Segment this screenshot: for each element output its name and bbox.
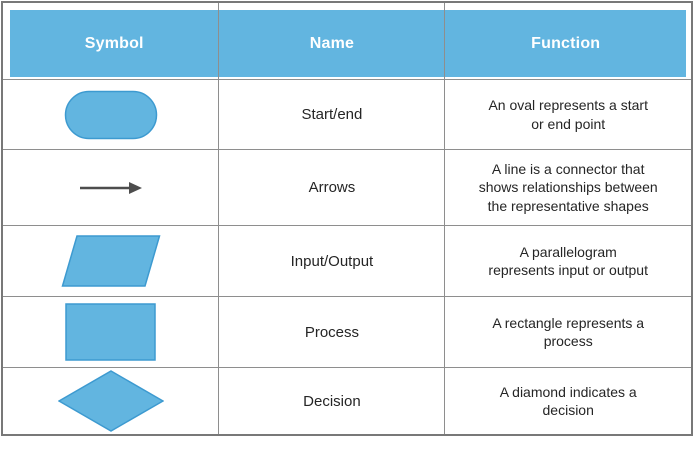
- flowchart-symbols-table: Symbol Name Function: [1, 1, 693, 436]
- table-row-decision: Decision A diamond indicates a decision: [1, 367, 693, 436]
- header-symbol-label: Symbol: [84, 34, 144, 52]
- name-cell: Decision: [218, 367, 446, 436]
- symbol-cell: [1, 225, 220, 297]
- diamond-icon: [57, 370, 164, 432]
- symbol-cell: [1, 79, 220, 150]
- name-cell: Start/end: [218, 79, 446, 150]
- name-cell: Input/Output: [218, 225, 446, 297]
- header-name-bg: Name: [219, 10, 445, 77]
- name-cell: Arrows: [218, 149, 446, 226]
- function-cell: A diamond indicates a decision: [444, 367, 693, 436]
- function-cell: A line is a connector that shows relatio…: [444, 149, 693, 226]
- header-cell-function: Function: [444, 1, 693, 80]
- table-row-arrows: Arrows A line is a connector that shows …: [1, 149, 693, 226]
- table-row-start-end: Start/end An oval represents a start or …: [1, 79, 693, 150]
- symbol-cell: [1, 367, 220, 436]
- function-cell: A parallelogram represents input or outp…: [444, 225, 693, 297]
- symbol-cell: [1, 149, 220, 226]
- header-cell-name: Name: [218, 1, 446, 80]
- table-row-input-output: Input/Output A parallelogram represents …: [1, 225, 693, 297]
- table-row-process: Process A rectangle represents a process: [1, 296, 693, 368]
- rectangle-icon: [65, 303, 156, 361]
- symbol-cell: [1, 296, 220, 368]
- flowchart-symbols-page: Symbol Name Function: [1, 1, 693, 436]
- header-symbol-bg: Symbol: [10, 10, 219, 77]
- function-cell: An oval represents a start or end point: [444, 79, 693, 150]
- parallelogram-icon: [61, 235, 161, 287]
- header-function-label: Function: [531, 34, 601, 52]
- oval-start-end-icon: [64, 90, 157, 139]
- arrow-icon: [79, 181, 142, 194]
- header-row: Symbol Name Function: [1, 1, 693, 80]
- name-cell: Process: [218, 296, 446, 368]
- function-cell: A rectangle represents a process: [444, 296, 693, 368]
- header-function-bg: Function: [445, 10, 686, 77]
- header-name-label: Name: [309, 34, 355, 52]
- header-cell-symbol: Symbol: [1, 1, 220, 80]
